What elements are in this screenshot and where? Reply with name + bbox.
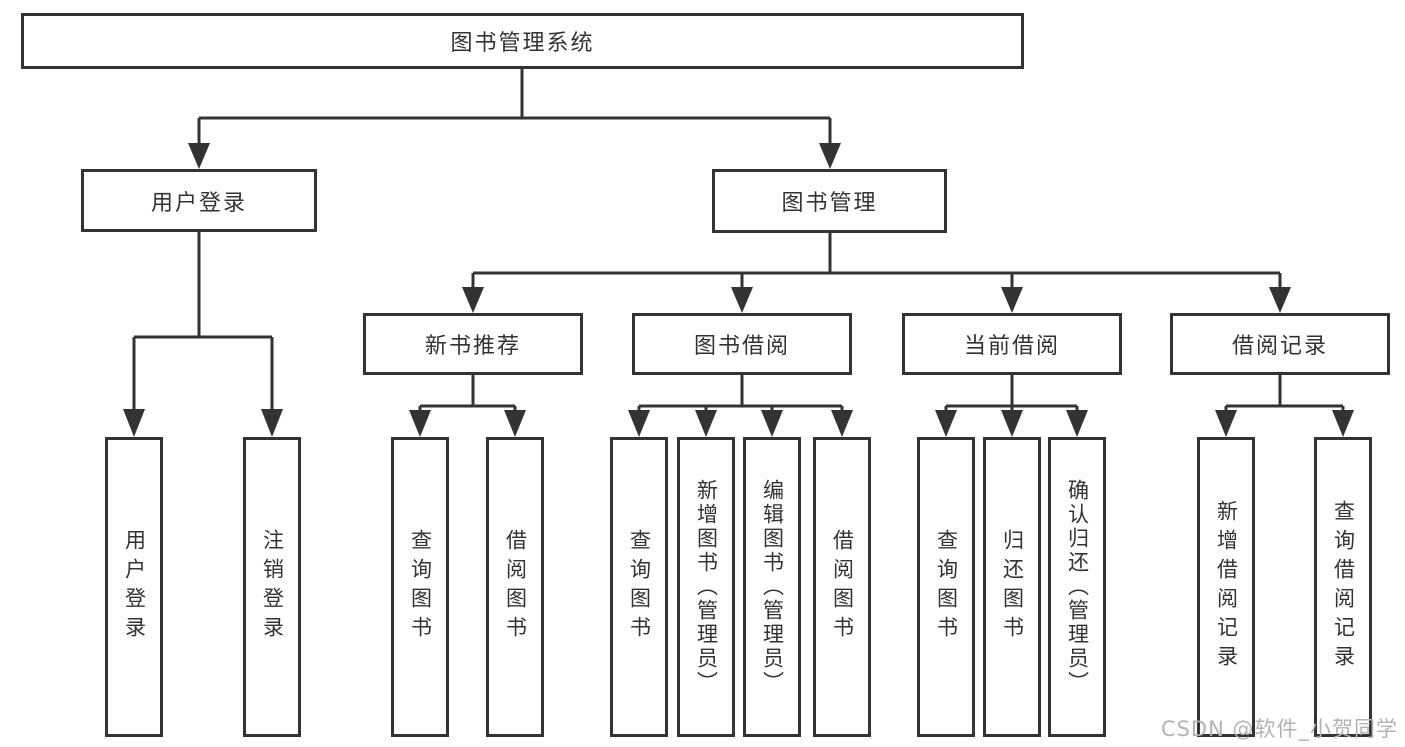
leaf-return-books: 归还图书 (983, 437, 1041, 737)
leaf-label: 借阅图书 (503, 529, 528, 645)
leaf-logout: 注销登录 (243, 437, 301, 737)
leaf-label: 新增借阅记录 (1214, 500, 1239, 674)
connector-root-to-level2 (188, 69, 841, 169)
leaf-edit-books-admin: 编辑图书（管理员） (743, 437, 801, 737)
node-label: 图书管理系统 (450, 31, 595, 56)
leaf-borrow-books: 借阅图书 (813, 437, 871, 737)
leaf-confirm-return-admin: 确认归还（管理员） (1048, 437, 1106, 737)
leaf-label: 借阅图书 (830, 529, 855, 645)
leaf-label: 归还图书 (1000, 529, 1025, 645)
node-label: 图书管理 (781, 191, 878, 216)
node-label: 用户登录 (150, 190, 247, 216)
connector-book-borrow-to-leaves (628, 375, 853, 437)
node-book-management: 图书管理 (712, 169, 947, 233)
connector-book-mgmt-to-level3 (462, 233, 1291, 313)
node-library-management-system: 图书管理系统 (21, 13, 1024, 69)
connector-user-login-to-leaves (123, 232, 283, 437)
node-label: 借阅记录 (1231, 334, 1328, 359)
node-label: 当前借阅 (963, 334, 1060, 359)
node-current-borrowing: 当前借阅 (902, 313, 1122, 375)
node-user-login: 用户登录 (81, 169, 317, 232)
connector-current-borrow-to-leaves (935, 375, 1088, 437)
node-new-book-recommend: 新书推荐 (363, 313, 583, 375)
leaf-query-books: 查询图书 (610, 437, 668, 737)
leaf-add-books-admin: 新增图书（管理员） (677, 437, 735, 737)
leaf-user-login: 用户登录 (105, 437, 163, 737)
leaf-label: 查询图书 (627, 529, 652, 645)
csdn-watermark: CSDN @软件_小贺同学 (1160, 717, 1398, 741)
node-book-borrowing: 图书借阅 (632, 313, 852, 375)
leaf-add-borrow-record: 新增借阅记录 (1197, 437, 1255, 737)
leaf-label: 查询图书 (408, 529, 433, 645)
leaf-label: 新增图书（管理员） (694, 479, 719, 695)
leaf-query-books: 查询图书 (391, 437, 449, 737)
leaf-label: 查询图书 (934, 529, 959, 645)
leaf-query-borrow-record: 查询借阅记录 (1314, 437, 1372, 737)
node-borrowing-records: 借阅记录 (1170, 313, 1390, 375)
connector-borrow-records-to-leaves (1215, 375, 1354, 437)
connector-new-book-to-leaves (409, 375, 526, 437)
node-label: 新书推荐 (424, 334, 521, 359)
leaf-label: 用户登录 (122, 529, 147, 645)
leaf-label: 查询借阅记录 (1331, 500, 1356, 674)
leaf-borrow-books: 借阅图书 (486, 437, 544, 737)
leaf-label: 编辑图书（管理员） (760, 479, 785, 695)
leaf-label: 注销登录 (260, 529, 285, 645)
leaf-label: 确认归还（管理员） (1065, 479, 1090, 695)
leaf-query-books: 查询图书 (917, 437, 975, 737)
node-label: 图书借阅 (693, 334, 790, 359)
